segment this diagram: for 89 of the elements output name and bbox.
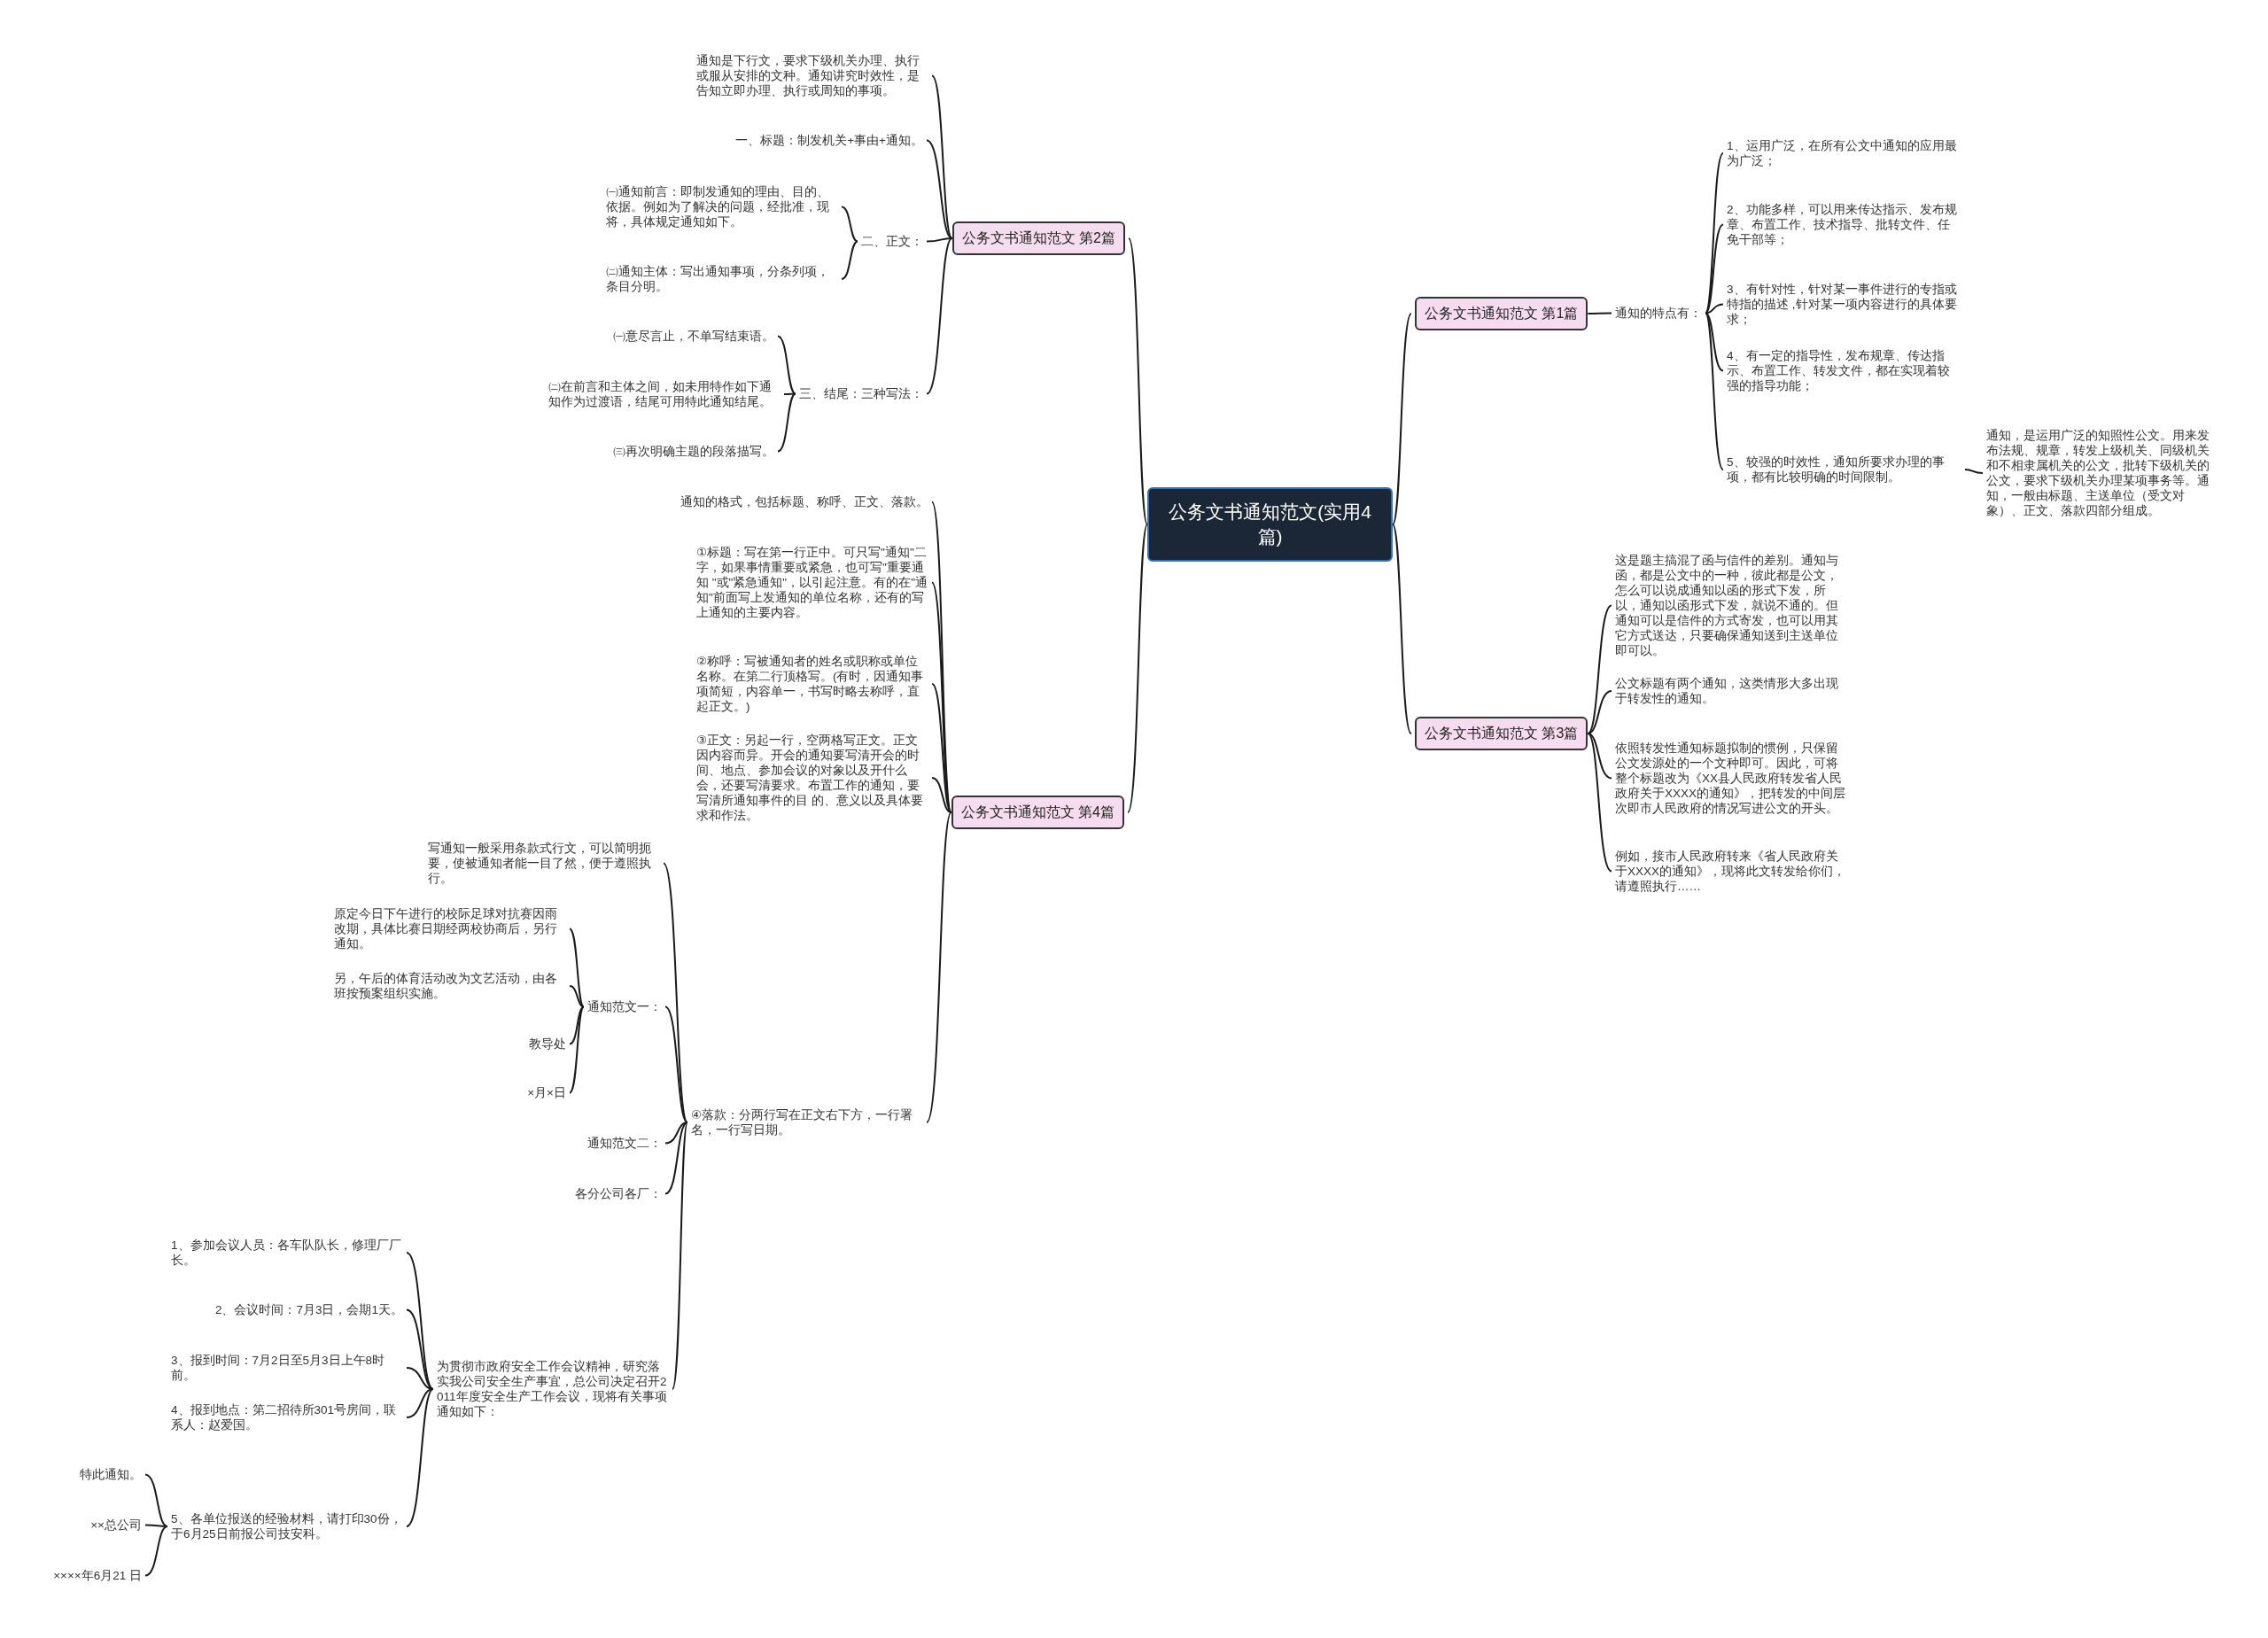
topic-text: 各分公司各厂： bbox=[575, 1186, 662, 1201]
connector-line bbox=[406, 1252, 434, 1390]
topic-text: 5、较强的时效性，通知所要求办理的事项，都有比较明确的时间限制。 bbox=[1727, 454, 1961, 485]
connector-line bbox=[926, 237, 953, 243]
connector-line bbox=[841, 240, 858, 280]
connector-line bbox=[1705, 223, 1724, 314]
topic-text: 5、各单位报送的经验材料，请打印30份，于6月25日前报公司技安科。 bbox=[171, 1511, 403, 1541]
connector-line bbox=[664, 1122, 688, 1145]
topic-text: 另，午后的体育活动改为文艺活动，由各班按预案组织实施。 bbox=[334, 971, 566, 1001]
connector-line bbox=[144, 1525, 168, 1577]
topic-text: 通知范文二： bbox=[587, 1136, 662, 1151]
connector-line bbox=[569, 1005, 585, 1045]
connector-line bbox=[783, 392, 796, 395]
topic-text: 这是题主搞混了函与信件的差别。通知与函，都是公文中的一种，彼此都是公文，怎么可以说成通知以函的形式下发，所以，通知以函形式下发，就说不通的。但通知可以是信件的方式寄发，也可以用其它方式送达，只要确保通知送到主送单位即可以。 bbox=[1615, 553, 1847, 658]
branch-topic-box: 公务文书通知范文 第1篇 bbox=[1415, 297, 1588, 330]
topic-text: ㈠通知前言：即制发通知的理由、目的、依据。例如为了解决的问题，经批准，现将，具体规定通知如下。 bbox=[606, 184, 838, 229]
central-topic-box: 公务文书通知范文(实用4篇) bbox=[1147, 487, 1393, 562]
topic-text: 通知范文一： bbox=[587, 999, 662, 1014]
connector-line bbox=[1392, 313, 1412, 525]
connector-line bbox=[1705, 303, 1724, 314]
branch-topic-box: 公务文书通知范文 第4篇 bbox=[951, 796, 1124, 829]
topic-text: 一、标题：制发机关+事由+通知。 bbox=[735, 133, 923, 148]
connector-line bbox=[1392, 524, 1412, 734]
connector-line bbox=[1127, 524, 1148, 813]
connector-line bbox=[1587, 690, 1612, 734]
topic-text: 通知的特点有： bbox=[1615, 306, 1702, 321]
topic-text: ××××年6月21 日 bbox=[53, 1568, 142, 1583]
connector-line bbox=[931, 777, 952, 813]
topic-text: 3、报到时间：7月2日至5月3日上午8时前。 bbox=[171, 1353, 403, 1383]
connector-line bbox=[1587, 312, 1612, 314]
topic-text: ×月×日 bbox=[527, 1085, 566, 1100]
topic-text: 公文标题有两个通知，这类情形大多出现于转发性的通知。 bbox=[1615, 676, 1847, 706]
connector-line bbox=[931, 74, 953, 239]
connector-line bbox=[406, 1308, 434, 1390]
topic-text: 教导处 bbox=[529, 1036, 566, 1052]
topic-text: 为贯彻市政府安全工作会议精神，研究落实我公司安全生产事宜，总公司决定召开2011年度安全生产工作会议，现将有关事项通知如下： bbox=[437, 1359, 669, 1419]
connector-line bbox=[777, 335, 796, 395]
topic-text: 4、有一定的指导性，发布规章、传达指示、布置工作、转发文件，都在实现着较强的指导功能； bbox=[1727, 348, 1961, 393]
topic-text: 4、报到地点：第二招待所301号房间，联系人：赵爱国。 bbox=[171, 1402, 403, 1432]
connector-line bbox=[663, 862, 688, 1123]
topic-text: ㈠意尽言止，不单写结束语。 bbox=[613, 329, 774, 344]
topic-text: ㈡通知主体：写出通知事项，分条列项，条目分明。 bbox=[606, 264, 838, 294]
topic-text: ②称呼：写被通知者的姓名或职称或单位名称。在第二行顶格写。(有时，因通知事项简短，内容单一，书写时略去称呼，直起正文。) bbox=[696, 654, 928, 714]
connector-line bbox=[144, 1524, 168, 1527]
connector-line bbox=[1705, 312, 1724, 372]
topic-text: 通知的格式，包括标题、称呼、正文、落款。 bbox=[680, 494, 928, 509]
topic-text: 通知，是运用广泛的知照性公文。用来发布法规、规章，转发上级机关、同级机关和不相隶属机关的公文，批转下级机关的公文，要求下级机关办理某项事务等。通知，一般由标题、主送单位（受文对象）、正文、落款四部分组成。 bbox=[1986, 428, 2218, 518]
connector-line bbox=[569, 985, 585, 1008]
topic-text: 三、结尾：三种写法： bbox=[799, 386, 923, 401]
connector-line bbox=[569, 928, 585, 1008]
connector-line bbox=[672, 1122, 688, 1390]
connector-line bbox=[1587, 604, 1612, 734]
connector-line bbox=[777, 392, 796, 453]
branch-topic-box: 公务文书通知范文 第3篇 bbox=[1415, 717, 1588, 750]
topic-text: ××总公司 bbox=[90, 1518, 142, 1533]
topic-text: ㈢再次明确主题的段落描写。 bbox=[613, 444, 774, 459]
connector-line bbox=[1587, 733, 1612, 873]
connector-line bbox=[931, 683, 952, 813]
connector-line bbox=[1705, 312, 1724, 470]
topic-text: 依照转发性通知标题拟制的惯例，只保留公文发源处的一个文种即可。因此，可将整个标题改为《XX县人民政府转发省人民政府关于XXXX的通知》，把转发的中间层次即市人民政府的情况写进公文的开头。 bbox=[1615, 741, 1847, 816]
topic-text: 3、有针对性，针对某一事件进行的专指或特指的描述 ,针对某一项内容进行的具体要求； bbox=[1727, 282, 1961, 327]
connector-line bbox=[926, 139, 953, 239]
branch-topic-box: 公务文书通知范文 第2篇 bbox=[951, 221, 1125, 255]
connector-line bbox=[144, 1473, 168, 1527]
topic-text: 写通知一般采用条款式行文，可以简明扼要，使被通知者能一目了然，便于遵照执行。 bbox=[428, 841, 660, 886]
connector-line bbox=[926, 811, 952, 1123]
topic-text: 2、会议时间：7月3日，会期1天。 bbox=[214, 1302, 403, 1317]
topic-text: 特此通知。 bbox=[80, 1467, 142, 1482]
topic-text: 1、运用广泛，在所有公文中通知的应用最为广泛； bbox=[1727, 138, 1961, 168]
topic-text: ㈡在前言和主体之间，如未用特作如下通知作为过渡语，结尾可用特此通知结尾。 bbox=[548, 379, 781, 409]
topic-text: ③正文：另起一行，空两格写正文。正文因内容而异。开会的通知要写清开会的时间、地点、参加会议的对象以及开什么会，还要写清要求。布置工作的通知，要写清所通知事件的目 的、意义以及具体要求和作法。 bbox=[696, 733, 928, 823]
topic-text: 原定今日下午进行的校际足球对抗赛因雨改期，具体比赛日期经两校协商后，另行通知。 bbox=[334, 906, 566, 951]
topic-text: 2、功能多样，可以用来传达指示、发布规章、布置工作、技术指导、批转文件、任免干部等； bbox=[1727, 202, 1961, 247]
topic-text: ④落款：分两行写在正文右下方，一行署名，一行写日期。 bbox=[691, 1107, 923, 1137]
connector-line bbox=[406, 1388, 434, 1527]
topic-text: 二、正文： bbox=[861, 234, 923, 249]
connector-line bbox=[926, 237, 953, 395]
topic-text: 通知是下行文，要求下级机关办理、执行或服从安排的文种。通知讲究时效性，是告知立即办理、执行或周知的事项。 bbox=[696, 53, 928, 98]
connector-line bbox=[1128, 237, 1148, 525]
topic-text: ①标题：写在第一行正中。可只写"通知"二字，如果事情重要或紧急，也可写"重要通知 "或"紧急通知"，以引起注意。有的在"通知"前面写上发通知的单位名称，还有的写上通知的主要内容。 bbox=[696, 545, 928, 620]
topic-text: 例如，接市人民政府转来《省人民政府关于XXXX的通知》，现将此文转发给你们，请遵照执行…… bbox=[1615, 849, 1847, 894]
connector-line bbox=[664, 1005, 688, 1123]
connector-line bbox=[406, 1388, 434, 1418]
connector-line bbox=[1587, 733, 1612, 780]
topic-text: 1、参加会议人员：各车队队长，修理厂厂长。 bbox=[171, 1238, 403, 1268]
connector-line bbox=[1964, 469, 1984, 474]
connector-line bbox=[664, 1122, 688, 1195]
connector-line bbox=[841, 206, 858, 243]
connector-line bbox=[569, 1005, 585, 1094]
